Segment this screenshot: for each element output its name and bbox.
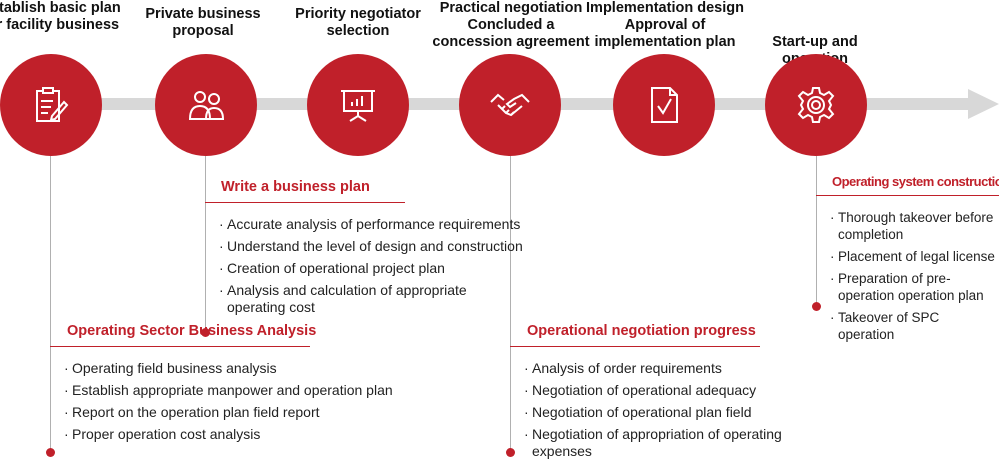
list-item: Negotiation of appropriation of operatin… — [524, 426, 814, 460]
step-5-label: Implementation design Approval of implem… — [586, 0, 744, 50]
timeline-arrow-head — [968, 89, 999, 119]
step-2-connector — [205, 156, 206, 332]
step-3-circle — [307, 54, 409, 156]
sector-analysis-title: Operating Sector Business Analysis — [67, 323, 317, 339]
list-item: Negotiation of operational adequacy — [524, 382, 814, 399]
step-4-circle — [459, 54, 561, 156]
step-1-connector-dot — [46, 448, 55, 457]
operating-system-underline — [816, 195, 999, 196]
list-item: Creation of operational project plan — [219, 260, 539, 277]
list-item: Analysis and calculation of appropriate … — [219, 282, 487, 316]
business-plan-underline — [205, 202, 405, 203]
list-item: Thorough takeover before completion — [830, 209, 999, 243]
step-1-circle — [0, 54, 102, 156]
sector-analysis-underline — [50, 346, 310, 347]
step-2-connector-dot — [201, 328, 210, 337]
step-4-connector-dot — [506, 448, 515, 457]
list-item: Operating field business analysis — [64, 360, 424, 377]
sector-analysis-list: Operating field business analysis Establ… — [64, 360, 424, 448]
step-4-connector — [510, 156, 511, 452]
step-6-connector — [816, 156, 817, 306]
business-plan-title: Write a business plan — [221, 179, 370, 195]
presentation-board-icon — [341, 90, 375, 122]
business-plan-list: Accurate analysis of performance require… — [219, 216, 539, 321]
list-item: Takeover of SPC operation — [830, 309, 999, 343]
step-5-circle — [613, 54, 715, 156]
document-edit-icon — [36, 87, 69, 122]
handshake-icon — [490, 93, 530, 117]
step-1-label: Establish basic plan for facility busine… — [0, 0, 121, 33]
step-1-connector — [50, 156, 51, 452]
step-2-circle — [155, 54, 257, 156]
step-6-connector-dot — [812, 302, 821, 311]
list-item: Report on the operation plan field repor… — [64, 404, 424, 421]
list-item: Placement of legal license — [830, 248, 999, 265]
step-3-label: Priority negotiator selection — [295, 6, 421, 39]
list-item: Negotiation of operational plan field — [524, 404, 814, 421]
operating-system-title: Operating system construction — [832, 174, 999, 189]
list-item: Accurate analysis of performance require… — [219, 216, 539, 233]
document-check-icon — [651, 87, 678, 123]
negotiation-list: Analysis of order requirements Negotiati… — [524, 360, 814, 465]
gear-icon — [797, 87, 835, 123]
negotiation-title: Operational negotiation progress — [527, 323, 756, 339]
negotiation-underline — [510, 346, 760, 347]
list-item: Understand the level of design and const… — [219, 238, 539, 255]
operating-system-list: Thorough takeover before completion Plac… — [830, 209, 999, 348]
users-icon — [188, 91, 225, 120]
step-4-label: Practical negotiation Concluded a conces… — [432, 0, 590, 50]
list-item: Preparation of pre-operation operation p… — [830, 270, 999, 304]
step-2-label: Private business proposal — [145, 6, 261, 39]
step-6-circle — [765, 54, 867, 156]
list-item: Analysis of order requirements — [524, 360, 814, 377]
list-item: Establish appropriate manpower and opera… — [64, 382, 424, 399]
list-item: Proper operation cost analysis — [64, 426, 424, 443]
